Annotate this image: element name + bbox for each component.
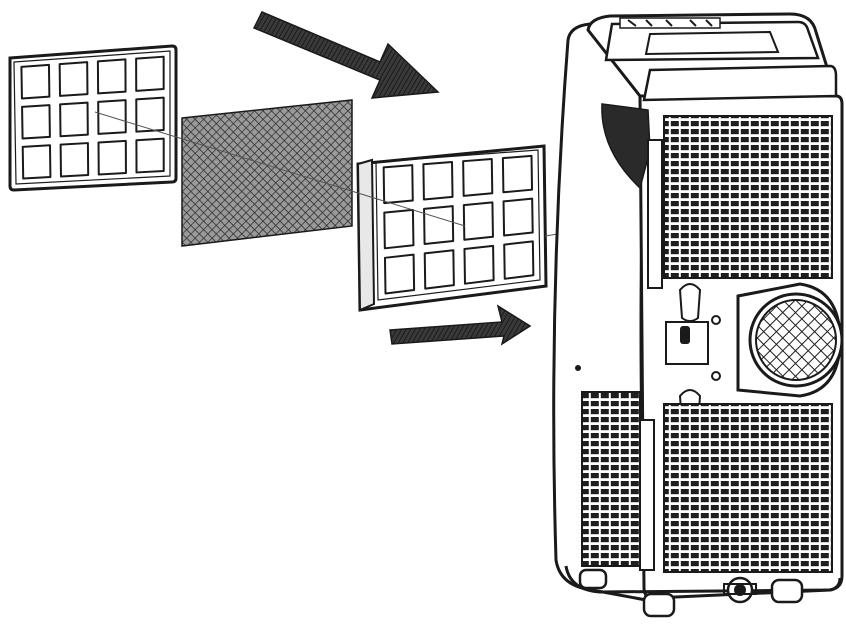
vent-grille-icon <box>581 391 641 567</box>
knob-icon <box>678 283 702 322</box>
outer-filter-frame <box>8 44 178 192</box>
filter-grid-cell <box>59 142 90 178</box>
inner-filter-frame <box>356 144 548 312</box>
filter-grid-cell <box>58 61 89 97</box>
filter-grid-cell <box>135 96 165 133</box>
arrow-icon <box>252 11 440 99</box>
filter-grid-cell <box>21 104 51 140</box>
filter-grid-cell <box>135 137 165 174</box>
vent-grille-icon <box>647 139 663 289</box>
filter-grid-cell <box>501 154 534 194</box>
arrow-icon <box>389 304 532 346</box>
filter-grid-cell <box>97 139 127 176</box>
filter-grid-cell <box>382 164 414 205</box>
filter-grid-cell <box>135 55 165 92</box>
exhaust-port-icon <box>736 282 844 398</box>
outer-filter-grid <box>20 55 165 180</box>
filter-grid-cell <box>462 201 494 241</box>
filter-grid-cell <box>502 197 534 237</box>
vent-grille-icon <box>663 115 833 279</box>
caster-wheel-icon <box>770 578 804 604</box>
filter-grid-cell <box>59 101 89 138</box>
portable-air-conditioner <box>552 12 844 618</box>
vent-grille-icon <box>663 403 833 573</box>
filter-grid-cell <box>422 161 454 201</box>
filter-grid-cell <box>96 58 127 95</box>
filter-grid-cell <box>383 253 416 295</box>
filter-grid-cell <box>423 249 455 290</box>
caster-wheel-icon <box>642 592 676 618</box>
insert-arrow-upper <box>252 11 440 99</box>
filter-grid-cell <box>423 205 455 246</box>
caster-wheel-icon <box>578 568 608 590</box>
filter-grid-cell <box>21 144 52 180</box>
filter-grid-cell <box>20 63 51 100</box>
filter-grid-cell <box>462 157 494 197</box>
knob-icon <box>723 576 757 604</box>
inner-filter-grid <box>382 154 535 295</box>
filter-grid-cell <box>503 240 535 280</box>
filter-grid-cell <box>383 208 415 250</box>
filter-mesh <box>181 99 353 247</box>
insert-arrow-lower <box>389 304 532 346</box>
filter-grid-cell <box>463 244 495 285</box>
